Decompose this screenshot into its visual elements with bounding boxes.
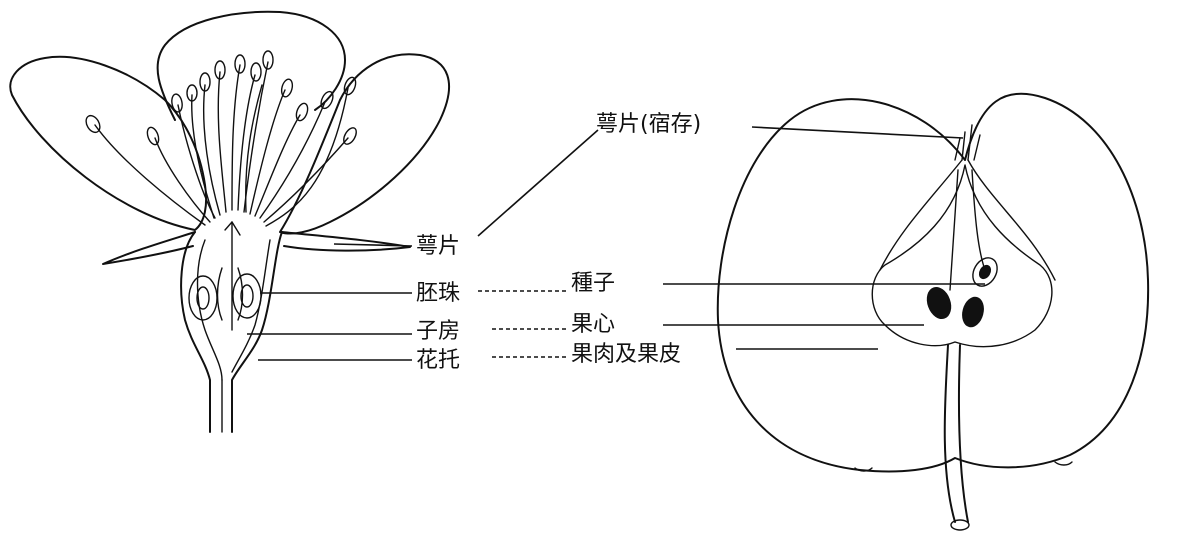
label-sepal: 萼片 xyxy=(416,234,460,259)
label-ovary: 子房 xyxy=(416,319,460,344)
labels: 萼片(宿存) 萼片 胚珠 子房 花托 種子 果心 果肉及果皮 xyxy=(416,112,701,373)
label-seed: 種子 xyxy=(571,271,615,296)
label-flesh-and-skin: 果肉及果皮 xyxy=(571,342,681,367)
flower-petal-left xyxy=(9,55,208,231)
label-sepal-persistent: 萼片(宿存) xyxy=(596,112,701,137)
fruit-outline xyxy=(716,92,1150,473)
label-core: 果心 xyxy=(571,312,615,337)
flower-petal-top xyxy=(156,10,346,121)
flower-sepal-left xyxy=(102,231,196,265)
flower-stamens xyxy=(85,50,357,227)
flower-receptacle xyxy=(180,231,211,433)
fruit-persistent-sepal xyxy=(954,124,981,161)
label-ovule: 胚珠 xyxy=(416,281,460,306)
flower-illustration xyxy=(9,10,450,433)
flower-sepal-right xyxy=(281,231,411,252)
label-receptacle: 花托 xyxy=(416,348,460,373)
leader-lines xyxy=(247,126,985,361)
fruit-stem xyxy=(943,344,956,523)
flower-ovule-left xyxy=(188,275,218,321)
fruit-illustration xyxy=(716,92,1150,531)
flower-petal-right xyxy=(279,53,450,235)
fruit-seed xyxy=(926,287,952,319)
fruit-core xyxy=(871,164,1053,348)
flower-ovule-right xyxy=(232,273,262,319)
